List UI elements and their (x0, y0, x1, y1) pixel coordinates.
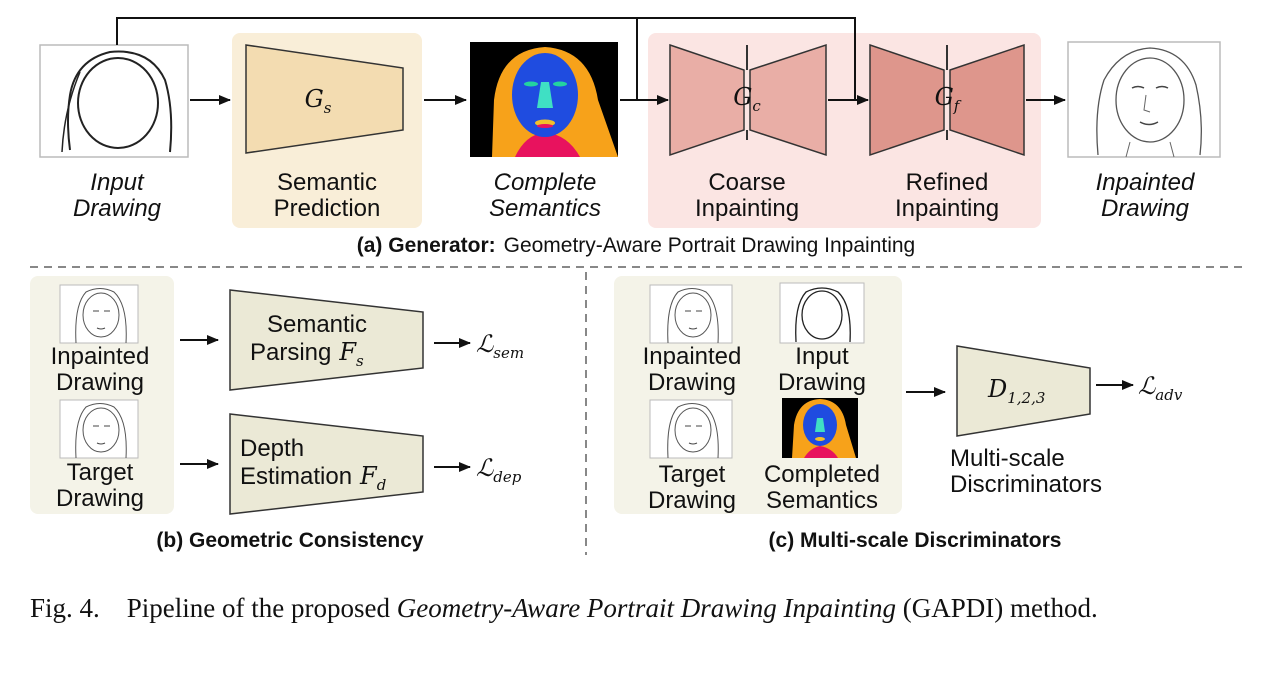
gf-symbol: Gf (935, 83, 962, 115)
semantic-prediction-label-2: Prediction (274, 195, 381, 222)
inpainted-drawing-image (1067, 41, 1221, 158)
b-target-label-2: Drawing (56, 485, 144, 512)
c-inpainted-thumbnail (649, 284, 733, 344)
b-target-label-1: Target (67, 459, 134, 486)
gf-decoder (949, 43, 1025, 157)
semantic-prediction-label-1: Semantic (277, 169, 377, 196)
discriminators-caption: (c) Multi-scale Discriminators (769, 529, 1062, 552)
figure-caption-prefix: Fig. 4. (30, 593, 100, 623)
c-input-thumbnail (779, 282, 865, 344)
gc-symbol: Gc (733, 83, 761, 115)
c-input-label-2: Drawing (778, 369, 866, 396)
gc-encoder (669, 43, 745, 157)
coarse-inpainting-label-1: Coarse (708, 169, 785, 196)
b-inpainted-label-2: Drawing (56, 369, 144, 396)
d-symbol: D1,2,3 (987, 375, 1045, 407)
c-input-label-1: Input (795, 343, 849, 370)
inpainted-drawing-label-1: Inpainted (1096, 169, 1195, 196)
depth-estimation-module (229, 413, 424, 515)
c-target-label-1: Target (659, 461, 726, 488)
discriminator-module (956, 345, 1091, 437)
gc-decoder (749, 43, 827, 157)
gs-symbol: Gs (305, 85, 332, 117)
c-completed-label-2: Semantics (766, 487, 878, 514)
complete-semantics-label-2: Semantics (489, 195, 601, 222)
figure-caption-text-1: Pipeline of the proposed (126, 593, 390, 623)
coarse-inpainting-label-2: Inpainting (695, 195, 799, 222)
figure-caption-emphasis: Geometry-Aware Portrait Drawing Inpainti… (396, 593, 896, 623)
input-drawing-image (39, 44, 189, 158)
geometric-caption: (b) Geometric Consistency (156, 529, 424, 552)
c-target-thumbnail (649, 399, 733, 459)
loss-adv: ℒadv (1138, 372, 1183, 404)
discriminators-label-1: Multi-scale (950, 445, 1065, 472)
figure-caption-text-2: (GAPDI) method. (902, 593, 1098, 623)
gs-module (245, 44, 404, 154)
pipeline-diagram: Input Drawing Gs Semantic Prediction Com… (30, 17, 1242, 555)
refined-inpainting-label-1: Refined (906, 169, 989, 196)
semantic-parsing-module (229, 289, 424, 391)
input-drawing-label-1: Input (90, 169, 145, 196)
gf-encoder (869, 43, 945, 157)
c-inpainted-label-1: Inpainted (643, 343, 742, 370)
depth-text-1: Depth (240, 435, 304, 462)
b-target-thumbnail (59, 399, 139, 459)
skip-connection-line (116, 17, 856, 100)
discriminators-label-2: Discriminators (950, 471, 1102, 498)
c-completed-label-1: Completed (764, 461, 880, 488)
c-completed-semantics-thumbnail (782, 398, 858, 458)
complete-semantics-image (470, 42, 618, 157)
loss-dep: ℒdep (476, 454, 522, 486)
inpainted-drawing-label-2: Drawing (1101, 195, 1190, 222)
figure-caption: Fig. 4. Pipeline of the proposed Geometr… (30, 592, 1242, 625)
complete-semantics-label-1: Complete (494, 169, 597, 196)
loss-sem: ℒsem (476, 330, 524, 362)
b-inpainted-thumbnail (59, 284, 139, 344)
refined-inpainting-label-2: Inpainting (895, 195, 999, 222)
parsing-text-1: Semantic (267, 311, 367, 338)
c-target-label-2: Drawing (648, 487, 736, 514)
generator-caption: (a) Generator:Geometry-Aware Portrait Dr… (357, 234, 915, 257)
b-inpainted-label-1: Inpainted (51, 343, 150, 370)
input-drawing-label-2: Drawing (73, 195, 162, 222)
c-inpainted-label-2: Drawing (648, 369, 736, 396)
